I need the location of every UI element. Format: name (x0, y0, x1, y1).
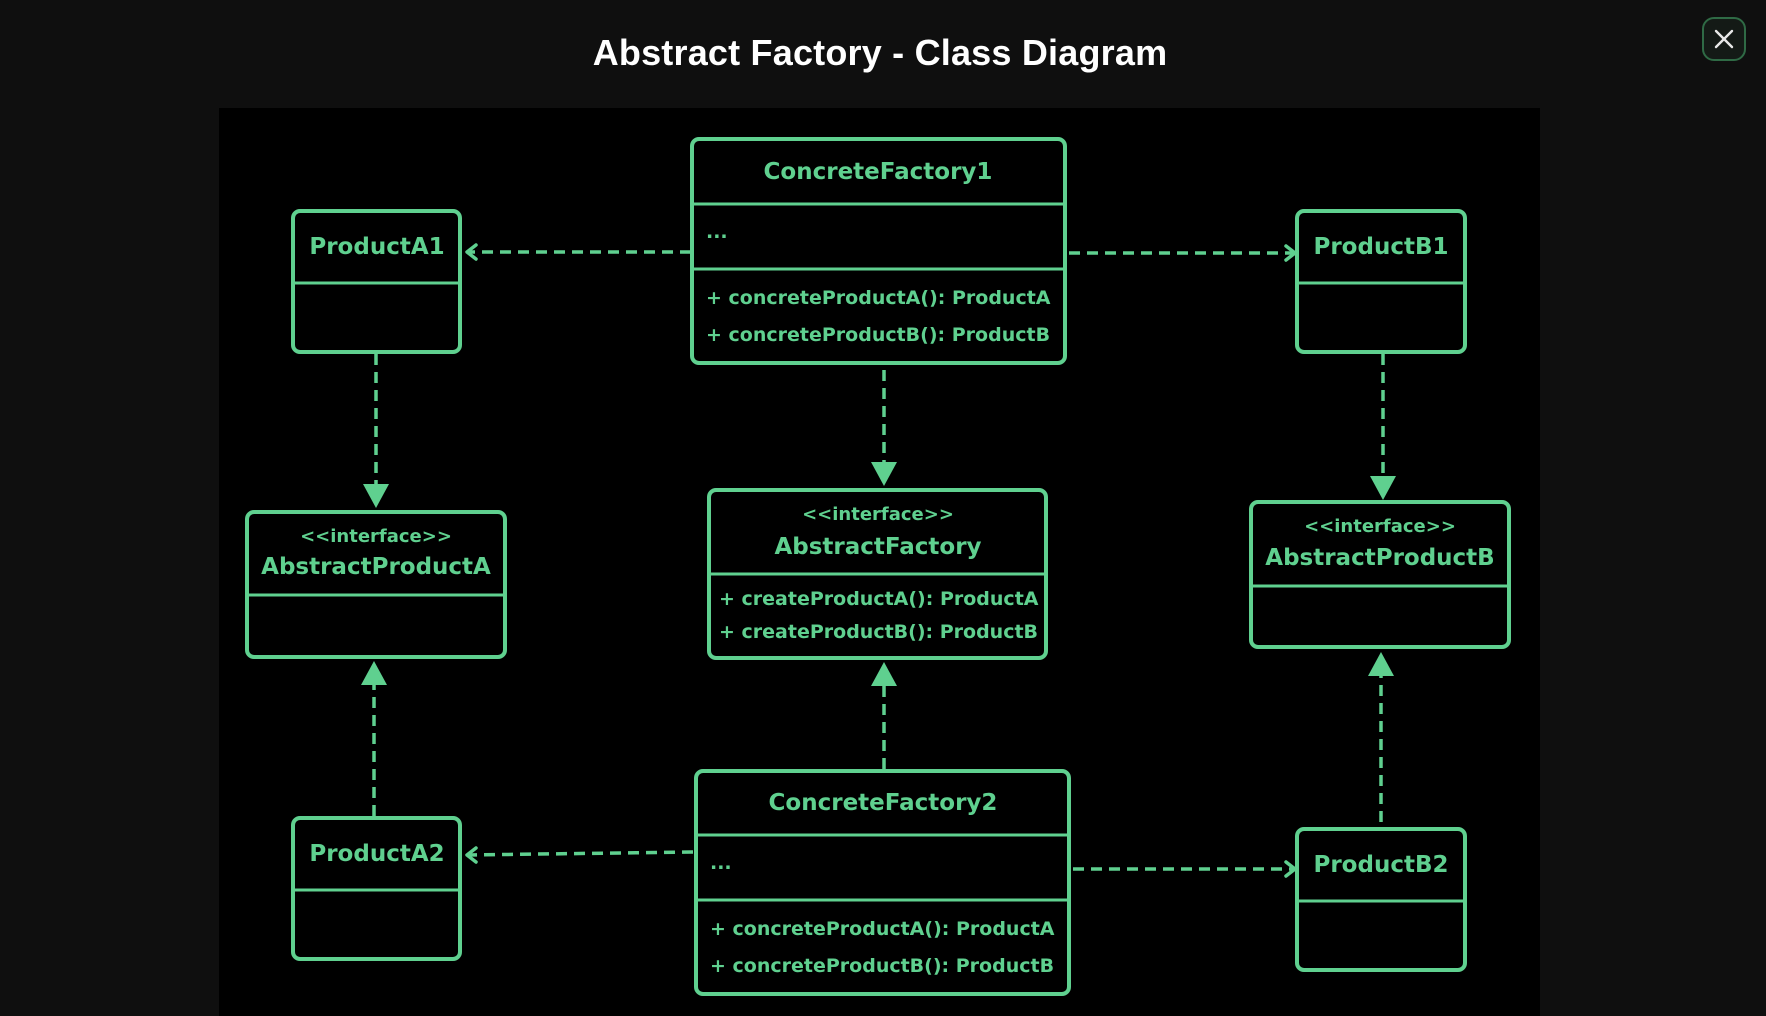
realization-producta1-abstractproducta (363, 354, 389, 508)
class-name: AbstractProductB (1265, 545, 1494, 571)
class-method: + concreteProductA(): ProductA (710, 918, 1055, 940)
dependency-cf1-productb1 (1069, 244, 1297, 262)
class-attributes: ... (706, 221, 728, 243)
close-button[interactable] (1702, 17, 1746, 61)
class-attributes: ... (710, 852, 732, 874)
realization-productb1-abstractproductb (1370, 354, 1396, 500)
class-concrete-factory1[interactable]: ConcreteFactory1 ... + concreteProductA(… (690, 137, 1067, 365)
class-method: + concreteProductA(): ProductA (706, 287, 1051, 309)
class-name: ProductA2 (309, 841, 444, 867)
class-product-b1[interactable]: ProductB1 (1295, 209, 1467, 354)
class-stereotype: <<interface>> (1304, 516, 1456, 537)
diagram-canvas: ConcreteFactory1 ... + concreteProductA(… (219, 108, 1540, 1016)
class-name: ProductB2 (1313, 852, 1448, 878)
interface-abstract-product-b[interactable]: <<interface>> AbstractProductB (1249, 500, 1511, 649)
class-concrete-factory2[interactable]: ConcreteFactory2 ... + concreteProductA(… (694, 769, 1071, 996)
modal-title: Abstract Factory - Class Diagram (592, 32, 1168, 73)
class-product-a2[interactable]: ProductA2 (291, 816, 462, 961)
class-method: + concreteProductB(): ProductB (706, 324, 1050, 346)
class-name: ConcreteFactory2 (769, 790, 998, 816)
realization-cf2-abstractfactory (871, 662, 897, 769)
class-product-a1[interactable]: ProductA1 (291, 209, 462, 354)
realization-cf1-abstractfactory (871, 370, 897, 486)
class-diagram: ConcreteFactory1 ... + concreteProductA(… (245, 137, 1511, 996)
realization-producta2-abstractproducta (361, 661, 387, 816)
close-icon (1714, 29, 1734, 49)
realization-productb2-abstractproductb (1368, 652, 1394, 822)
dependency-cf1-producta1 (465, 243, 691, 261)
dependency-cf2-productb2 (1073, 860, 1297, 878)
class-name: ConcreteFactory1 (764, 159, 993, 185)
class-method: + createProductB(): ProductB (719, 621, 1038, 643)
class-name: ProductB1 (1313, 234, 1448, 260)
class-name: AbstractProductA (261, 554, 491, 580)
class-product-b2[interactable]: ProductB2 (1295, 827, 1467, 972)
class-stereotype: <<interface>> (300, 526, 452, 547)
dependency-cf2-producta2 (465, 846, 694, 864)
class-stereotype: <<interface>> (802, 504, 954, 525)
class-method: + concreteProductB(): ProductB (710, 955, 1054, 977)
interface-abstract-factory[interactable]: <<interface>> AbstractFactory + createPr… (707, 488, 1048, 660)
class-method: + createProductA(): ProductA (719, 588, 1039, 610)
interface-abstract-product-a[interactable]: <<interface>> AbstractProductA (245, 510, 507, 659)
class-name: AbstractFactory (774, 534, 981, 560)
class-name: ProductA1 (309, 234, 444, 260)
